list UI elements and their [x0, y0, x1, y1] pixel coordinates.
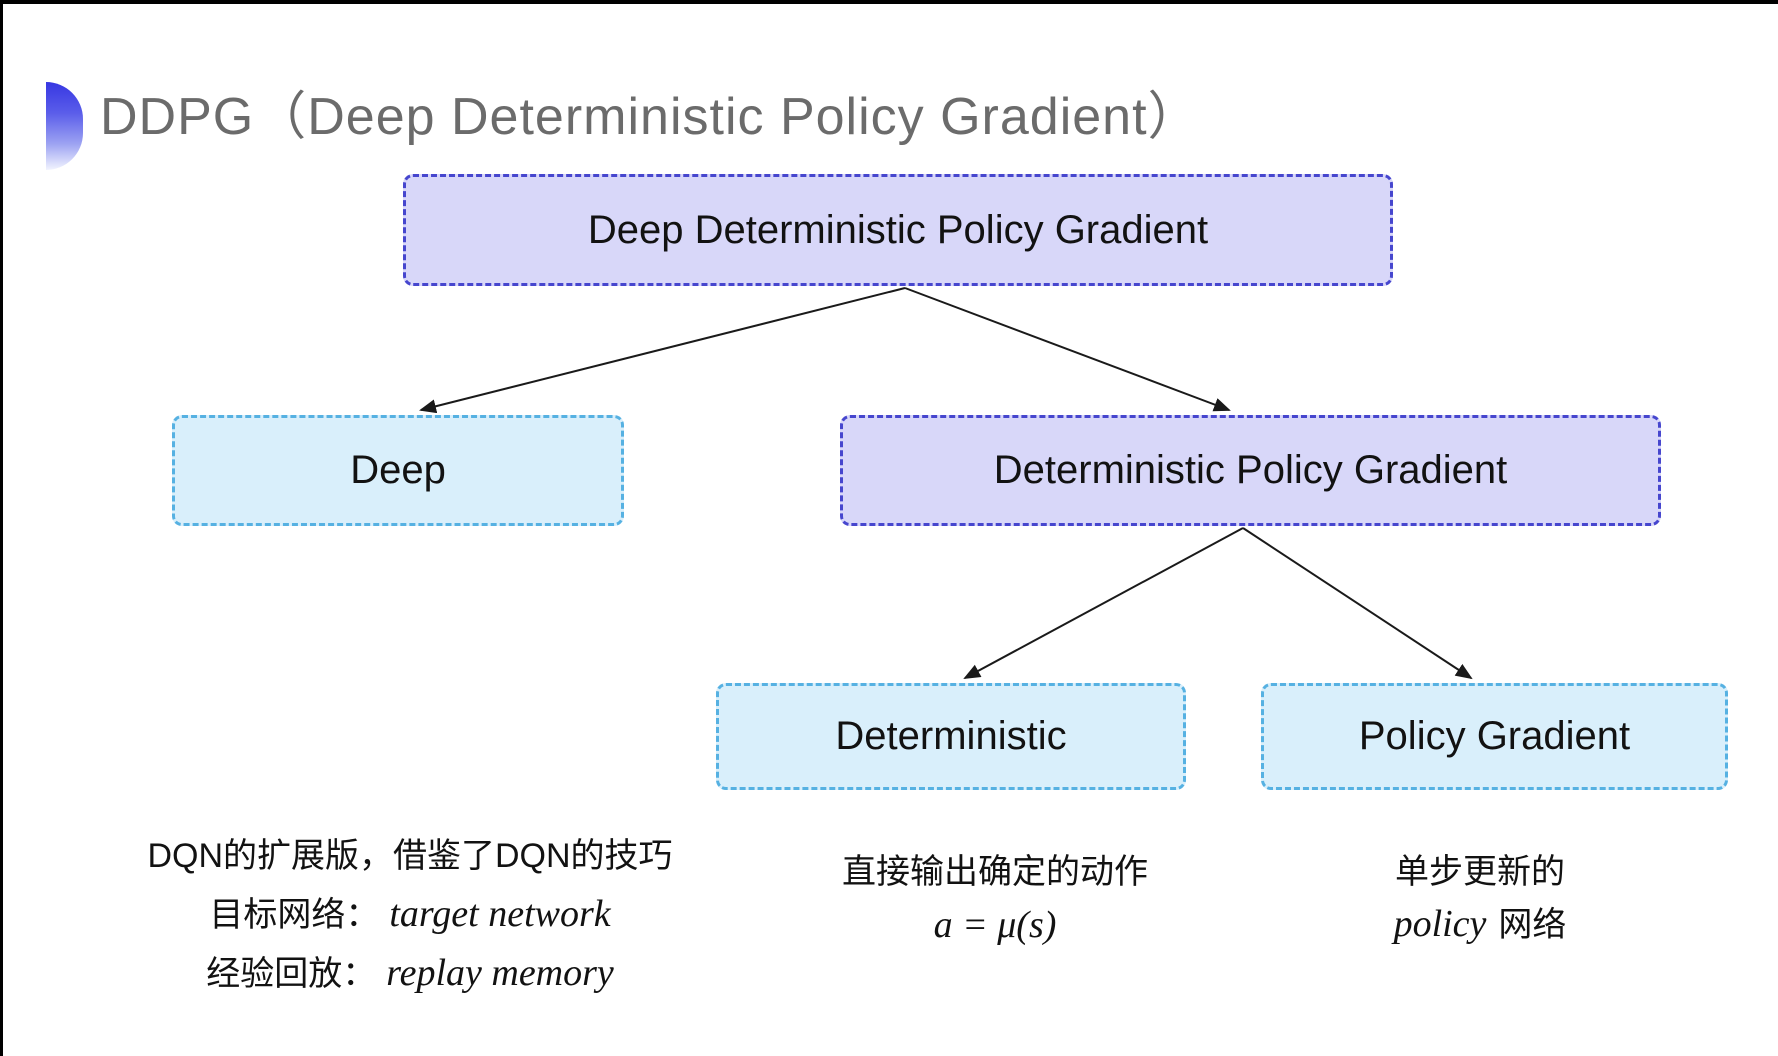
node-policy-gradient-label: Policy Gradient — [1358, 714, 1631, 758]
node-deep-label: Deep — [350, 448, 446, 492]
node-root: Deep Deterministic Policy Gradient — [403, 174, 1393, 286]
node-deterministic-label: Deterministic — [835, 714, 1067, 758]
annotation-deep-line1: DQN的扩展版，借鉴了DQN的技巧 — [147, 837, 673, 875]
top-border — [0, 0, 1778, 4]
node-deterministic-policy-gradient: Deterministic Policy Gradient — [840, 415, 1661, 526]
left-border — [0, 0, 3, 1056]
annotation-deep: DQN的扩展版，借鉴了DQN的技巧 目标网络：target network 经验… — [120, 834, 700, 996]
node-deterministic: Deterministic — [716, 683, 1186, 790]
edge-root-deep — [419, 287, 906, 414]
node-deep: Deep — [172, 415, 624, 526]
annotation-policy-gradient: 单步更新的 policy 网络 — [1320, 850, 1640, 947]
edge-dpg-deterministic — [963, 527, 1244, 679]
annotation-deep-line2-value: target network — [389, 893, 611, 935]
annotation-deterministic: 直接输出确定的动作 a = μ(s) — [795, 850, 1195, 948]
annotation-policy-gradient-line2: policy 网络 — [1394, 902, 1567, 947]
node-root-label: Deep Deterministic Policy Gradient — [587, 207, 1209, 252]
edge-root-dpg — [904, 287, 1231, 412]
node-policy-gradient: Policy Gradient — [1261, 683, 1728, 790]
annotation-policy-gradient-line2-italic: policy — [1393, 903, 1487, 945]
annotation-deep-line2: 目标网络：target network — [209, 892, 610, 937]
page-title: DDPG（Deep Deterministic Policy Gradient） — [100, 88, 1201, 146]
annotation-deep-line2-label: 目标网络： — [209, 896, 380, 934]
edge-dpg-policy-gradient — [1242, 527, 1473, 680]
annotation-deep-line3: 经验回放：replay memory — [206, 951, 614, 996]
annotation-policy-gradient-line2-rest: 网络 — [1498, 906, 1567, 944]
node-deterministic-policy-gradient-label: Deterministic Policy Gradient — [993, 448, 1508, 492]
annotation-policy-gradient-line1: 单步更新的 — [1395, 853, 1565, 891]
annotation-deep-line3-value: replay memory — [386, 952, 614, 994]
annotation-deep-line3-label: 经验回放： — [206, 955, 377, 993]
annotation-deterministic-formula: a = μ(s) — [933, 904, 1057, 946]
annotation-deterministic-line1: 直接输出确定的动作 — [842, 853, 1148, 891]
